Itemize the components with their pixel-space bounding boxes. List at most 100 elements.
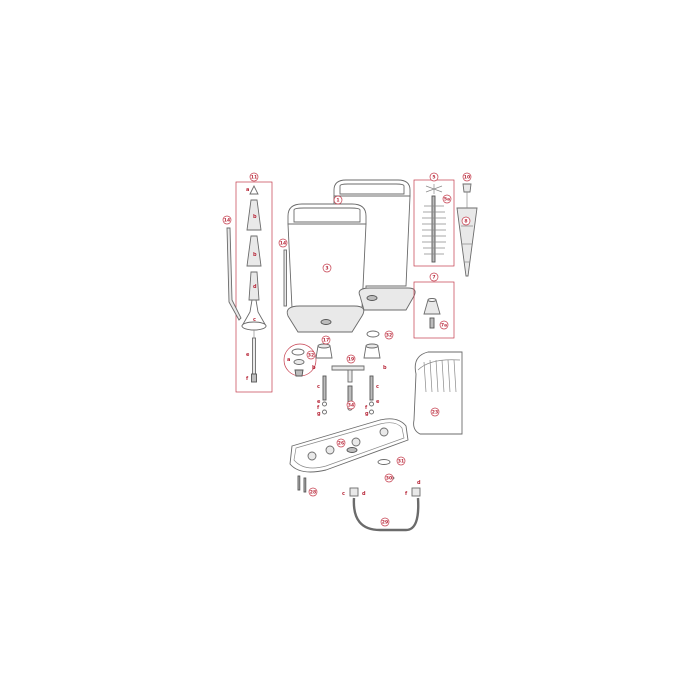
callout-34-text: 34 — [348, 403, 354, 409]
part-14-left-rod — [226, 227, 242, 321]
part-10-cap — [462, 183, 472, 193]
callout-8-text: 8 — [464, 219, 467, 225]
bolt-right-nut — [369, 409, 374, 415]
callout-1: 1 — [333, 195, 343, 205]
callout-26: 26 — [336, 438, 346, 448]
callout-7-text: 7 — [432, 275, 435, 281]
sub-part-letters: a b b d c e f a b b c e f g c e f g c d … — [246, 187, 421, 497]
callout-7a-text: 7a — [441, 323, 447, 329]
callout-31: 31 — [396, 456, 406, 466]
part-14-right-rod — [283, 249, 287, 307]
callout-14-left: 14 — [222, 215, 232, 225]
part-32-right-ring — [366, 330, 380, 338]
letter-rod-a: a — [246, 187, 249, 193]
part-26-center — [346, 447, 358, 453]
detail-32-ring — [291, 348, 305, 356]
letter-bolt-right-f: f — [365, 405, 368, 411]
part-28-screw-2 — [303, 477, 307, 493]
letter-fitting-left-d: d — [362, 491, 366, 497]
part-23-rim — [417, 359, 461, 371]
part-5a-star — [425, 184, 443, 194]
part-7-top — [427, 298, 437, 302]
letter-rod-d: d — [253, 284, 257, 290]
callout-19-text: 19 — [348, 357, 354, 363]
valve-assembly — [315, 343, 381, 415]
letter-bolt-left-c: c — [317, 384, 320, 390]
callout-10-text: 10 — [464, 175, 470, 181]
callout-17: 17 — [321, 335, 331, 345]
callout-28: 28 — [308, 487, 318, 497]
letter-bolt-right-c: c — [376, 384, 379, 390]
bolt-left — [322, 375, 327, 401]
letter-rod-e: e — [246, 352, 250, 358]
part-19-drop — [347, 369, 353, 383]
part-34-pin — [347, 385, 353, 403]
part-11b-cone-lower — [246, 235, 262, 267]
part-17-tray-drain — [320, 319, 332, 325]
part-7-frame — [413, 281, 455, 339]
part-11b-cone — [246, 199, 262, 231]
callout-11: 11 — [249, 172, 259, 182]
part-3-front-tank-opening — [293, 207, 361, 223]
part-26-base-plate — [289, 418, 421, 532]
callout-32-right-text: 32 — [386, 333, 392, 339]
callout-23-text: 23 — [432, 410, 438, 416]
part-23-brush — [413, 351, 463, 435]
callout-7: 7 — [429, 272, 439, 282]
part-17-front-tray — [286, 305, 365, 333]
part-5-bristles — [422, 205, 446, 255]
callout-32-left-text: 32 — [308, 353, 314, 359]
callout-14-right-text: 14 — [280, 241, 286, 247]
part-5-core — [431, 195, 436, 263]
part-7a-stem — [429, 317, 435, 329]
part-26-plate — [289, 418, 409, 473]
callout-5a: 5a — [442, 194, 452, 204]
part-1-back-tank-opening — [339, 183, 405, 195]
part-26-hole-1 — [307, 451, 317, 461]
callout-5-text: 5 — [432, 175, 435, 181]
fitting-left — [349, 487, 359, 497]
callout-17-text: 17 — [323, 338, 329, 344]
callout-10: 10 — [462, 172, 472, 182]
callout-8: 8 — [461, 216, 471, 226]
part-11-rod-assembly — [235, 181, 273, 393]
part-7 — [413, 281, 455, 339]
callout-3-text: 3 — [325, 266, 328, 272]
letter-rod-b: b — [253, 214, 257, 220]
callout-29: 29 — [380, 517, 390, 527]
letter-fitting-right-d: d — [417, 480, 421, 486]
part-10-8-cone — [456, 183, 478, 277]
part-26-hole-4 — [379, 427, 389, 437]
callout-28-text: 28 — [310, 490, 316, 496]
tray-back-drain — [366, 295, 378, 301]
callout-23: 23 — [430, 407, 440, 417]
callout-29-text: 29 — [382, 520, 388, 526]
detail-32-valve — [294, 369, 304, 377]
letter-bolt-left-e: e — [317, 399, 321, 405]
bolt-left-nut — [322, 409, 327, 415]
callout-7a: 7a — [439, 320, 449, 330]
part-11c-base-rim — [241, 321, 267, 331]
callout-26-text: 26 — [338, 441, 344, 447]
brush-5 — [413, 179, 455, 267]
bolt-right-washer — [369, 401, 374, 407]
letter-bolt-right-g: g — [365, 411, 369, 417]
callout-5: 5 — [429, 172, 439, 182]
letter-bolt-right-e: e — [376, 399, 380, 405]
part-19-pipe — [331, 365, 365, 371]
callout-1-text: 1 — [336, 198, 339, 204]
detail-32-zoom — [283, 343, 317, 377]
part-23-shell — [413, 351, 463, 435]
callout-32-left: 32 — [306, 350, 316, 360]
letter-rod-f: f — [246, 376, 249, 382]
part-11-frame — [235, 181, 273, 393]
part-31-washer — [377, 459, 391, 465]
callout-32-right: 32 — [384, 330, 394, 340]
valve-left-top — [317, 343, 331, 349]
bolt-right — [369, 375, 374, 401]
callout-30-text: 30 — [386, 476, 392, 482]
part-8-cone — [456, 207, 478, 277]
letter-rod-b2: b — [253, 252, 257, 258]
detail-32-seal — [293, 359, 305, 365]
